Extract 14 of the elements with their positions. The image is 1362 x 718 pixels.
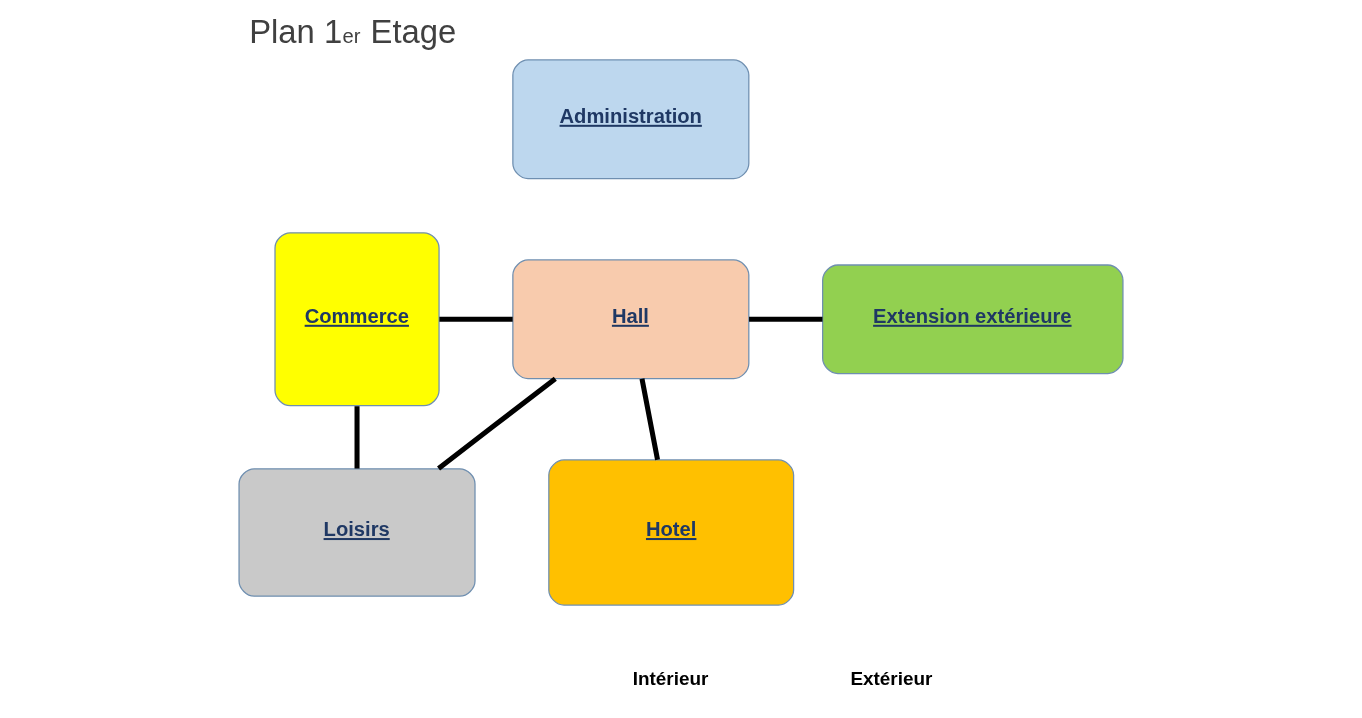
node-box: Commerce: [274, 232, 440, 407]
connector: [354, 406, 360, 469]
node-box: Administration: [512, 59, 750, 180]
connector: [749, 316, 823, 322]
label: Extérieur: [850, 668, 933, 690]
node-box: Hall: [512, 259, 750, 380]
label: Intérieur: [632, 668, 709, 690]
node-box: Loisirs: [238, 468, 476, 597]
connector: [439, 316, 513, 322]
diagram-title: Plan 1er Etage: [249, 13, 457, 51]
connector: [639, 378, 660, 461]
node-box: Hotel: [548, 459, 795, 606]
connector: [437, 376, 557, 471]
node-box: Extension extérieure: [822, 264, 1124, 375]
